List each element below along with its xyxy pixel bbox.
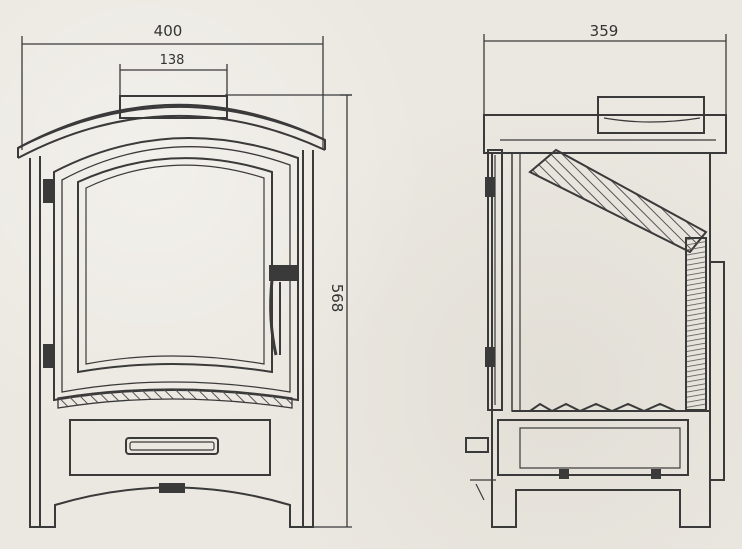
side-door: [487, 149, 503, 411]
side-drawer-handle: [465, 437, 489, 453]
rear-firebrick: [685, 237, 707, 411]
grate: [529, 402, 677, 413]
rear-panel: [709, 261, 725, 481]
front-width-dimension: [21, 36, 324, 150]
ash-pan-drawer: [69, 419, 271, 476]
air-control: [159, 483, 185, 493]
side-view: 359: [465, 22, 727, 528]
top-hinge: [43, 179, 53, 203]
door-sill: [57, 388, 293, 409]
side-hinge-top: [485, 177, 495, 197]
side-ash-pan: [497, 419, 689, 476]
bottom-hinge: [43, 344, 53, 368]
door-handle: [269, 265, 299, 356]
side-depth-label: 359: [590, 22, 619, 40]
height-label: 568: [328, 284, 346, 313]
flue-collar: [119, 95, 228, 119]
drawer-handle: [125, 437, 219, 455]
side-hinge-bottom: [485, 347, 495, 367]
door-glass: [77, 157, 273, 374]
flue-width-label: 138: [160, 53, 185, 68]
top-plate: [17, 114, 326, 159]
front-view: 400 138 568: [17, 22, 352, 528]
side-body: [491, 153, 711, 528]
front-width-label: 400: [154, 22, 183, 40]
baffle-plate: [528, 148, 708, 254]
